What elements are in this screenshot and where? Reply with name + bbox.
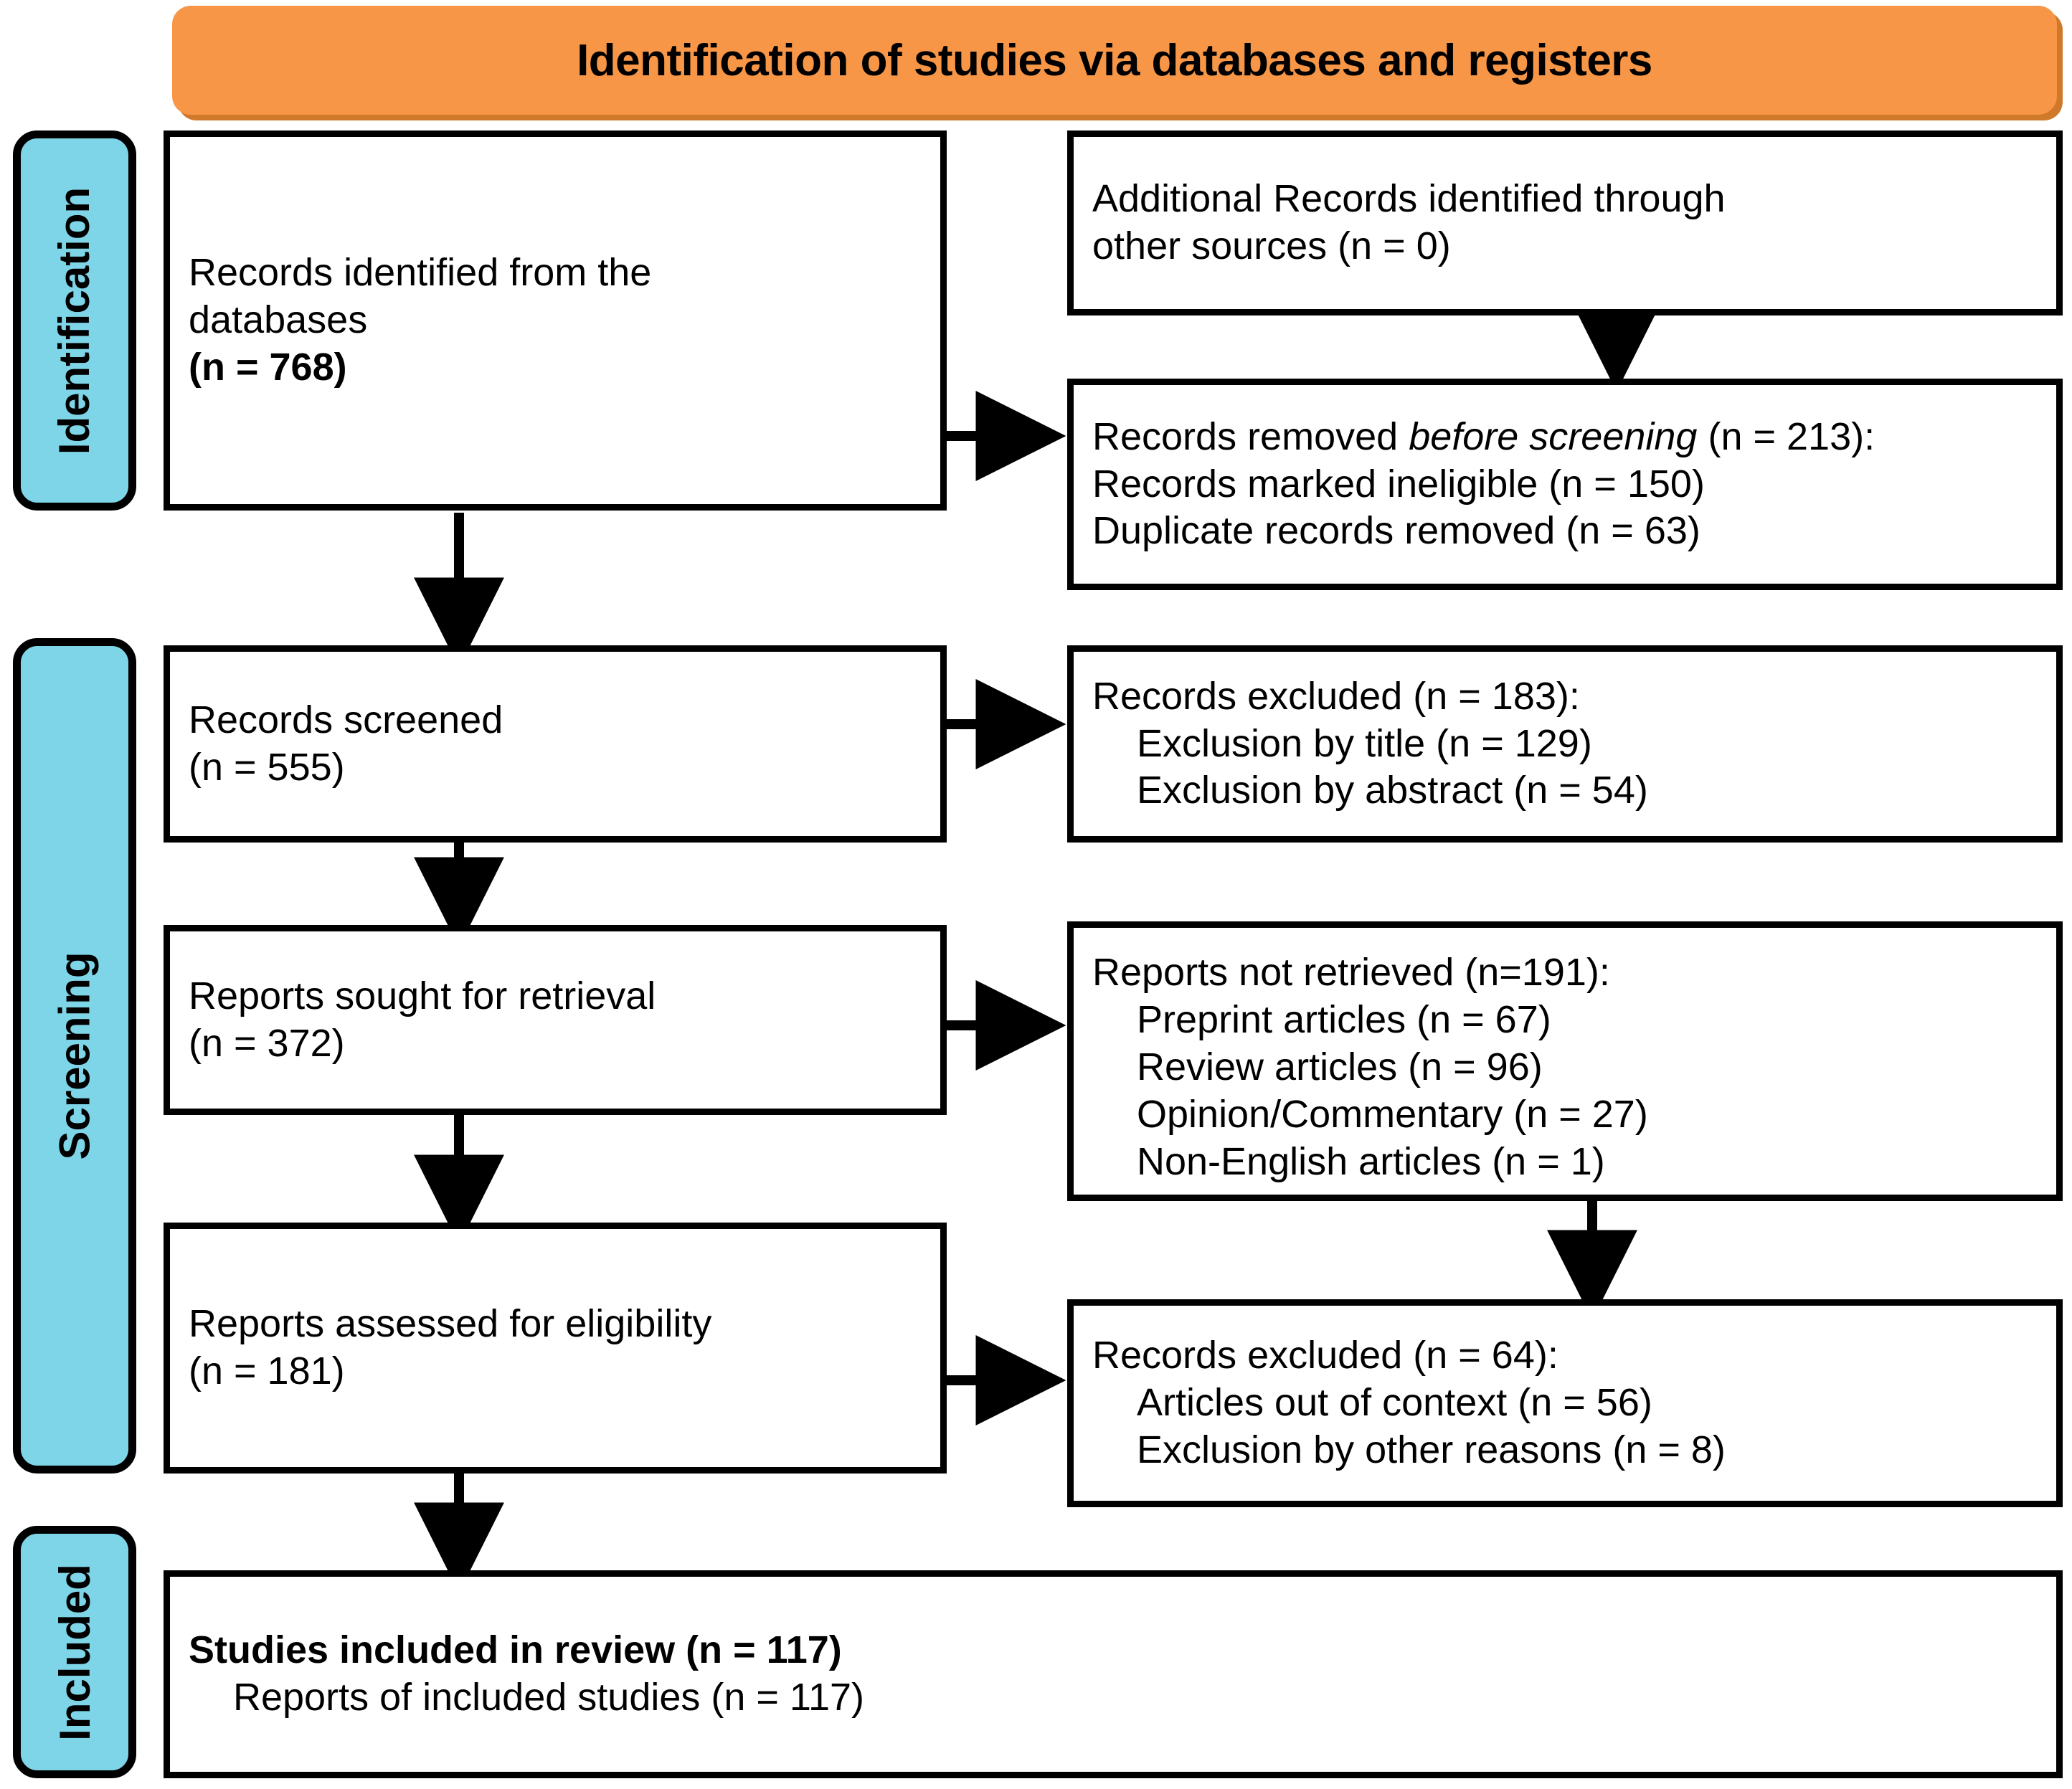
box-line: Records removed before screening (n = 21…	[1092, 414, 2038, 461]
box-line: Review articles (n = 96)	[1137, 1045, 1543, 1088]
box-line: (n = 372)	[189, 1021, 345, 1065]
box-line: Reports of included studies (n = 117)	[233, 1676, 865, 1719]
stage-tab-identification-label: Identification	[50, 186, 99, 455]
box-line: Non-English articles (n = 1)	[1137, 1139, 1605, 1183]
box-line: other sources (n = 0)	[1092, 224, 1451, 267]
box-line: (n = 768)	[189, 345, 347, 389]
stage-tab-screening-label: Screening	[50, 952, 99, 1160]
box-line: Preprint articles (n = 67)	[1137, 997, 1551, 1041]
box-records-identified-databases: Records identified from the databases (n…	[164, 131, 947, 511]
box-line: Articles out of context (n = 56)	[1137, 1381, 1652, 1425]
box-reports-assessed-for-eligibility: Reports assessed for eligibility (n = 18…	[164, 1223, 947, 1474]
box-line: Studies included in review (n = 117)	[189, 1628, 842, 1672]
box-line: Reports assessed for eligibility	[189, 1302, 712, 1346]
banner-title: Identification of studies via databases …	[577, 35, 1652, 85]
box-line: Records excluded (n = 183):	[1092, 674, 1580, 718]
records-removed-prefix: Records removed	[1092, 414, 1409, 458]
box-line: Records marked ineligible (n = 150)	[1092, 462, 1705, 506]
box-line: Exclusion by other reasons (n = 8)	[1137, 1428, 1726, 1471]
box-records-removed-before-screening: Records removed before screening (n = 21…	[1067, 379, 2063, 590]
box-line: databases	[189, 298, 368, 342]
stage-tab-included[interactable]: Included	[13, 1526, 136, 1778]
box-line: Reports not retrieved (n=191):	[1092, 951, 1610, 994]
box-records-excluded-screening: Records excluded (n = 183): Exclusion by…	[1067, 645, 2063, 843]
box-line: Records screened	[189, 698, 503, 741]
banner-identification-of-studies: Identification of studies via databases …	[172, 6, 2057, 115]
stage-tab-screening[interactable]: Screening	[13, 638, 136, 1474]
box-reports-not-retrieved: Reports not retrieved (n=191): Preprint …	[1067, 921, 2063, 1201]
box-reports-sought-for-retrieval: Reports sought for retrieval (n = 372)	[164, 925, 947, 1115]
box-studies-included-in-review: Studies included in review (n = 117) Rep…	[164, 1570, 2063, 1778]
box-line: (n = 555)	[189, 745, 345, 789]
box-line: Records excluded (n = 64):	[1092, 1334, 1558, 1377]
box-line: (n = 181)	[189, 1349, 345, 1392]
box-records-screened: Records screened (n = 555)	[164, 645, 947, 843]
box-line: Duplicate records removed (n = 63)	[1092, 509, 1700, 553]
box-line: Records identified from the	[189, 251, 652, 295]
box-line: Exclusion by title (n = 129)	[1137, 721, 1592, 765]
stage-tab-identification[interactable]: Identification	[13, 131, 136, 511]
box-additional-records-other-sources: Additional Records identified through ot…	[1067, 131, 2063, 315]
stage-tab-included-label: Included	[50, 1563, 99, 1741]
box-line: Reports sought for retrieval	[189, 974, 656, 1017]
records-removed-suffix: (n = 213):	[1697, 414, 1875, 458]
box-line: Exclusion by abstract (n = 54)	[1137, 769, 1648, 812]
box-line: Additional Records identified through	[1092, 177, 1726, 221]
before-screening-italic: before screening	[1409, 414, 1698, 458]
box-line: Opinion/Commentary (n = 27)	[1137, 1092, 1648, 1136]
box-records-excluded-eligibility: Records excluded (n = 64): Articles out …	[1067, 1299, 2063, 1507]
